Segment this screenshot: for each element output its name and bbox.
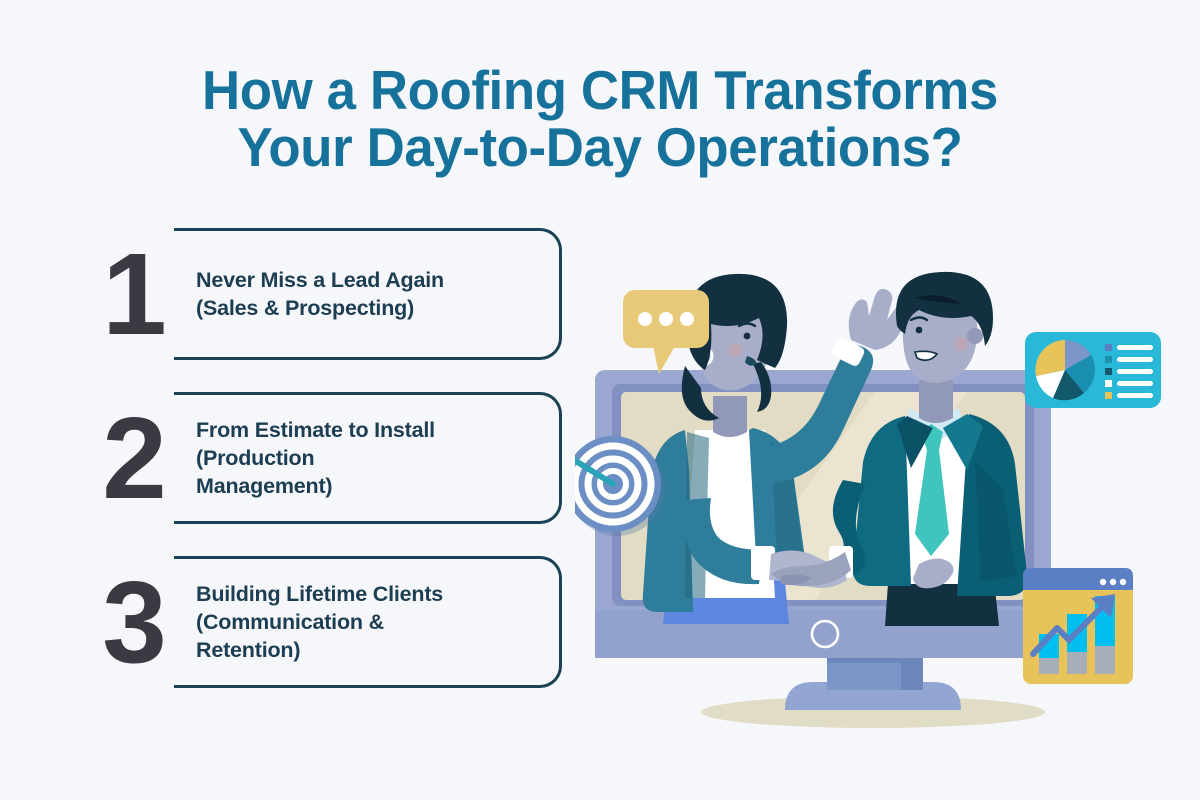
- handshake-fingers: [781, 574, 811, 586]
- pie-legend-marker-4: [1105, 380, 1112, 387]
- man-hair: [895, 271, 993, 346]
- woman-shake-arm: [683, 498, 763, 585]
- woman-cheek: [728, 343, 742, 357]
- page-title-line-1: How a Roofing CRM Transforms: [202, 59, 998, 121]
- list-item-line-2: (Sales & Prospecting): [196, 296, 415, 320]
- target-ring-white-3: [597, 468, 629, 500]
- man-resting-hand: [913, 558, 954, 589]
- list-item-line-1: Never Miss a Lead Again: [196, 268, 444, 292]
- list-item-line-2: (Production: [196, 446, 315, 470]
- man-shake-arm: [832, 480, 866, 576]
- woman-hair-lock: [681, 366, 719, 421]
- man-cheek: [954, 337, 968, 351]
- bar-card-dot-2: [1109, 578, 1117, 586]
- list-item: 1 Never Miss a Lead Again (Sales & Prosp…: [92, 228, 562, 360]
- pie-legend: [1105, 344, 1153, 399]
- speech-bubble-dot-2: [659, 312, 673, 326]
- pie-chart: [1035, 340, 1095, 401]
- man-lapel-right: [943, 414, 983, 470]
- man-eye: [915, 326, 923, 334]
- woman-mouth: [745, 356, 757, 366]
- woman-eye: [743, 332, 751, 340]
- woman-hair-back: [686, 273, 788, 370]
- list-item-line-2: (Communication &: [196, 610, 384, 634]
- man-mouth: [913, 350, 939, 362]
- bar-trend-arrow-line: [1030, 597, 1112, 657]
- list-item: 2 From Estimate to Install (Production M…: [92, 392, 562, 524]
- woman-hair-strand: [753, 362, 772, 412]
- man-jacket-left: [852, 416, 911, 586]
- speech-bubble-dot-1: [638, 312, 652, 326]
- handshake: [769, 550, 851, 588]
- pie-legend-marker-5: [1105, 392, 1112, 399]
- monitor-stand-neck-shade: [901, 655, 923, 690]
- target-arrow-shaft: [575, 457, 616, 487]
- bar-3-base: [1095, 646, 1115, 674]
- bar-2-base: [1067, 652, 1087, 674]
- pie-legend-line-5: [1117, 393, 1153, 398]
- pie-chart-card: [1025, 332, 1161, 408]
- pie-legend-marker-3: [1105, 368, 1112, 375]
- pie-legend-line-1: [1117, 345, 1153, 350]
- pie-legend-line-3: [1117, 369, 1153, 374]
- list-item-box: Never Miss a Lead Again (Sales & Prospec…: [174, 228, 562, 360]
- pie-slice-1: [1065, 340, 1091, 370]
- page-title: How a Roofing CRM Transforms Your Day-to…: [60, 62, 1140, 176]
- list-item-box: From Estimate to Install (Production Man…: [174, 392, 562, 524]
- bar-card-dot-1: [1099, 578, 1107, 586]
- pie-legend-line-4: [1117, 381, 1153, 386]
- numbered-list: 1 Never Miss a Lead Again (Sales & Prosp…: [92, 228, 562, 688]
- man-hair-swoop: [915, 295, 961, 304]
- pie-legend-marker-2: [1105, 356, 1112, 363]
- man-lapel-left: [897, 416, 933, 468]
- pie-slice-4: [1036, 370, 1065, 398]
- list-item-box: Building Lifetime Clients (Communication…: [174, 556, 562, 688]
- list-spacer: [92, 524, 562, 556]
- man-jacket-shade: [975, 460, 1017, 582]
- woman-raised-arm: [761, 345, 874, 484]
- woman-raised-hand: [848, 288, 912, 350]
- woman-neck: [713, 396, 747, 437]
- list-item-number: 3: [102, 557, 167, 687]
- target-ring-white-1: [575, 442, 655, 526]
- list-item-line-1: From Estimate to Install: [196, 418, 435, 442]
- pie-legend-line-2: [1117, 357, 1153, 362]
- target-ring-white-2: [584, 455, 642, 513]
- bar-trend-arrow-head: [1091, 594, 1115, 618]
- woman-figure: [642, 273, 912, 624]
- woman-brow: [737, 322, 757, 328]
- list-item-line-1: Building Lifetime Clients: [196, 582, 444, 606]
- page-title-line-2: Your Day-to-Day Operations?: [237, 116, 963, 178]
- man-tie: [915, 424, 949, 556]
- target-icon: [575, 436, 665, 536]
- pie-slice-5: [1035, 340, 1065, 376]
- bar-card-dot-3: [1119, 578, 1127, 586]
- woman-raised-cuff: [831, 338, 865, 366]
- bar-chart-card: [1023, 568, 1133, 684]
- pie-slice-3: [1053, 370, 1084, 401]
- hero-illustration: [575, 270, 1175, 740]
- man-ear: [967, 328, 983, 344]
- pie-slice-2: [1065, 355, 1095, 393]
- list-item-number: 1: [102, 229, 167, 359]
- pie-legend-marker-1: [1105, 344, 1112, 351]
- list-item-line-3: Management): [196, 474, 333, 498]
- man-figure: [829, 271, 1028, 626]
- man-brow: [909, 316, 929, 322]
- speech-bubble-dot-3: [680, 312, 694, 326]
- list-item-number: 2: [102, 393, 167, 523]
- monitor-power-button: [810, 619, 840, 649]
- speech-bubble-icon: [623, 290, 709, 374]
- speech-bubble-tail: [653, 346, 675, 374]
- man-neck: [919, 380, 953, 423]
- list-spacer: [92, 360, 562, 392]
- list-item-line-3: Retention): [196, 638, 301, 662]
- monitor-stand-top: [827, 655, 923, 663]
- bar-card-titlebar: [1023, 568, 1133, 590]
- woman-shake-cuff: [751, 546, 775, 580]
- list-item: 3 Building Lifetime Clients (Communicati…: [92, 556, 562, 688]
- bar-1-base: [1039, 658, 1059, 674]
